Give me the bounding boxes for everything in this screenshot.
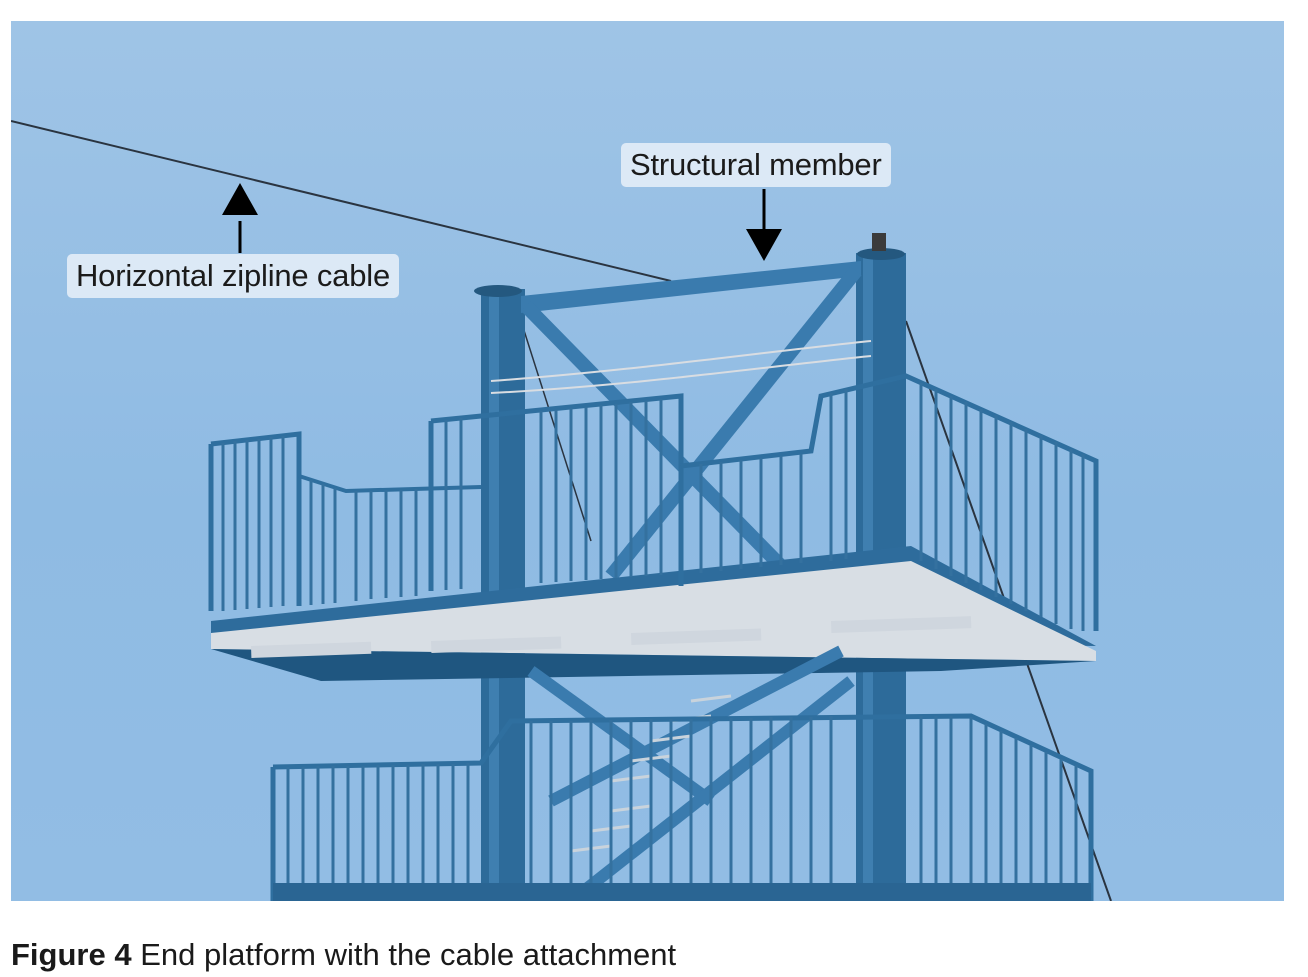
structural-member-frame [521,261,862,581]
upper-deck [211,546,1096,681]
zipline-platform-illustration [11,120,1112,901]
figure-caption-text: End platform with the cable attachment [140,937,677,972]
cable-arrow [222,183,258,253]
upper-railing-bars [221,383,1085,631]
figure-photo: Horizontal zipline cable Structural memb… [11,21,1284,901]
upper-railings [208,373,1099,631]
member-arrow [746,189,782,261]
lower-railings [270,713,1094,901]
lower-railing-bars [286,716,1078,901]
lower-deck-edge [273,883,1091,901]
cable-callout-label: Horizontal zipline cable [67,254,399,298]
member-callout-label: Structural member [621,143,891,187]
zipline-cable [11,120,672,282]
figure-label: Figure 4 [11,937,132,972]
figure-caption: Figure 4 End platform with the cable att… [11,937,676,973]
